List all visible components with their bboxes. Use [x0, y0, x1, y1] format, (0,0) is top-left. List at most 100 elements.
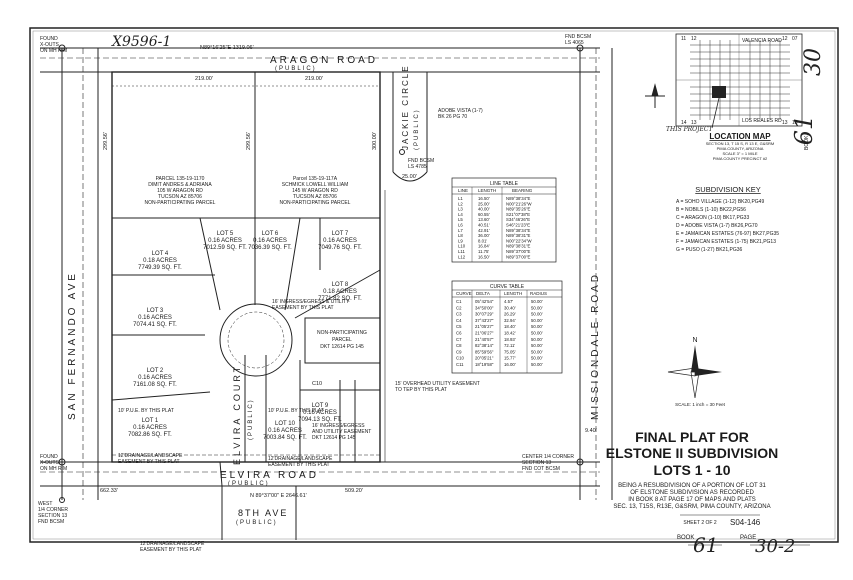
svg-text:13: 13 — [691, 120, 697, 126]
svg-text:50.00': 50.00' — [531, 356, 543, 361]
svg-text:LINE TABLE: LINE TABLE — [490, 181, 519, 187]
svg-text:S34°46'26"E: S34°46'26"E — [506, 217, 530, 222]
svg-text:L8: L8 — [458, 233, 463, 238]
side-book-label: BOOK — [804, 135, 810, 150]
svg-text:72.11': 72.11' — [504, 343, 515, 348]
svg-text:BEING A RESUBDIVISION OF A POR: BEING A RESUBDIVISION OF A PORTION OF LO… — [618, 483, 766, 489]
svg-text:(PUBLIC): (PUBLIC) — [228, 481, 270, 487]
svg-text:L7: L7 — [458, 228, 463, 233]
non-participating-parcel-label: NON-PARTICIPATING PARCEL DKT 12614 PG 14… — [317, 330, 367, 350]
svg-text:SCALE 3" = 1 MILE: SCALE 3" = 1 MILE — [722, 151, 757, 156]
svg-text:DIMIT ANDRES & ADRIANA: DIMIT ANDRES & ADRIANA — [148, 182, 212, 188]
svg-text:82°38'14": 82°38'14" — [475, 343, 494, 348]
svg-text:EASEMENT BY THIS PLAT: EASEMENT BY THIS PLAT — [272, 305, 334, 311]
svg-text:7082.86 SQ. FT.: 7082.86 SQ. FT. — [128, 432, 172, 438]
svg-text:50.00': 50.00' — [531, 299, 543, 304]
subdivision-key-item: A = SOHO VILLAGE (1-12) BK20,PG49 — [676, 199, 764, 205]
svg-text:0.18 ACRES: 0.18 ACRES — [143, 258, 177, 264]
svg-text:C6: C6 — [456, 331, 462, 336]
svg-text:L3: L3 — [458, 207, 463, 212]
svg-text:OF ELSTONE SUBDIVISION AS RECO: OF ELSTONE SUBDIVISION AS RECORDED — [630, 490, 754, 496]
page-mark: 30 — [801, 48, 826, 76]
svg-text:S46°21'23"E: S46°21'23"E — [506, 223, 530, 228]
svg-text:16.50': 16.50' — [478, 254, 490, 259]
svg-text:75.05': 75.05' — [504, 349, 516, 354]
svg-text:299.56': 299.56' — [246, 132, 252, 150]
svg-text:LOT 4: LOT 4 — [152, 251, 169, 257]
svg-text:18.42': 18.42' — [504, 331, 516, 336]
svg-text:145 W ARAGON RD: 145 W ARAGON RD — [292, 188, 338, 194]
scale-label: SCALE: 1 inch = 30 Feet — [675, 402, 725, 407]
svg-text:16' INGRESS/EGRESS: 16' INGRESS/EGRESS — [312, 423, 365, 429]
svg-text:12'DRAINAGE/LANDSCAPE: 12'DRAINAGE/LANDSCAPE — [118, 453, 183, 459]
svg-text:PIMA COUNTY, ARIZONA: PIMA COUNTY, ARIZONA — [717, 146, 764, 151]
svg-text:EASEMENT BY THIS PLAT: EASEMENT BY THIS PLAT — [118, 459, 180, 465]
svg-text:LS 4065: LS 4065 — [565, 40, 584, 46]
missiondale-label: MISSIONDALE ROAD — [590, 272, 601, 420]
svg-text:CURVE: CURVE — [456, 291, 472, 296]
svg-text:L9: L9 — [458, 238, 463, 243]
svg-text:Parcel 135-19-117A: Parcel 135-19-117A — [293, 176, 338, 182]
svg-text:EASEMENT BY THIS PLAT: EASEMENT BY THIS PLAT — [140, 547, 202, 553]
svg-text:LS 4785: LS 4785 — [408, 164, 427, 170]
svg-text:12: 12 — [691, 36, 697, 42]
svg-text:32.94': 32.94' — [504, 318, 516, 323]
eighth-ave-label: 8TH AVE — [238, 508, 288, 518]
svg-text:12'DRAINAGE/LANDSCAPE: 12'DRAINAGE/LANDSCAPE — [140, 541, 205, 547]
svg-text:L6: L6 — [458, 223, 463, 228]
svg-text:13.60': 13.60' — [478, 217, 490, 222]
book-page-footer: BOOK 61 PAGE 30-2 — [677, 533, 810, 557]
subdivision-key-item: D = ADOBE VISTA (1-7) BK26,PG70 — [676, 223, 758, 229]
svg-text:509.20': 509.20' — [345, 488, 363, 494]
subdivision-key-item: C = ARAGON (1-10) BK17,PG33 — [676, 215, 749, 221]
svg-text:LOT 1: LOT 1 — [142, 418, 159, 424]
svg-text:L1: L1 — [458, 196, 463, 201]
svg-text:L12: L12 — [458, 254, 466, 259]
svg-text:LOT 2: LOT 2 — [147, 368, 164, 374]
svg-text:SEC. 13, T15S, R13E, G&SRM, PI: SEC. 13, T15S, R13E, G&SRM, PIMA COUNTY,… — [613, 504, 770, 510]
svg-text:50.00': 50.00' — [531, 337, 543, 342]
svg-text:PARCEL 135-19-1170: PARCEL 135-19-1170 — [156, 176, 205, 182]
svg-text:ON MH RIM: ON MH RIM — [40, 466, 67, 472]
svg-text:ELSTONE II SUBDIVISION: ELSTONE II SUBDIVISION — [606, 445, 778, 461]
svg-text:N89°37'00"E: N89°37'00"E — [506, 254, 531, 259]
svg-text:THIS PROJECT: THIS PROJECT — [666, 126, 713, 133]
svg-text:7094.13 SQ. FT.: 7094.13 SQ. FT. — [298, 417, 342, 423]
svg-text:9.40': 9.40' — [585, 428, 597, 434]
svg-text:TO TEP BY THIS PLAT: TO TEP BY THIS PLAT — [395, 387, 447, 393]
svg-text:SECTION 13, T 15 S, R 13 E, G&: SECTION 13, T 15 S, R 13 E, G&SRM — [706, 141, 775, 146]
svg-text:30°07'29": 30°07'29" — [475, 312, 494, 317]
svg-text:L10: L10 — [458, 244, 466, 249]
svg-text:13: 13 — [782, 120, 788, 126]
svg-text:LINE: LINE — [458, 188, 468, 193]
svg-text:16.00': 16.00' — [504, 362, 516, 367]
svg-text:CENTER 1/4 CORNER: CENTER 1/4 CORNER — [522, 454, 574, 460]
svg-text:0.16 ACRES: 0.16 ACRES — [323, 238, 357, 244]
svg-text:RADIUS: RADIUS — [530, 291, 547, 296]
svg-text:N89°38'31"E: N89°38'31"E — [506, 233, 531, 238]
svg-text:LOT 3: LOT 3 — [147, 308, 164, 314]
svg-text:FOUND: FOUND — [40, 36, 58, 42]
svg-text:DKT 12614 PG 145: DKT 12614 PG 145 — [320, 344, 364, 350]
svg-text:21°06'27": 21°06'27" — [475, 331, 494, 336]
svg-text:34°50'00": 34°50'00" — [475, 305, 494, 310]
svg-text:0.16 ACRES: 0.16 ACRES — [133, 425, 167, 431]
dimensions: N89°16'25"E 1319.06' 219.00' 219.00' 299… — [100, 45, 597, 499]
svg-text:SECTION 13: SECTION 13 — [38, 513, 67, 519]
subdivision-key-item: G = PUSO (1-27) BK21,PG36 — [676, 247, 742, 253]
svg-text:18: 18 — [792, 120, 798, 126]
svg-text:C11: C11 — [456, 362, 464, 367]
